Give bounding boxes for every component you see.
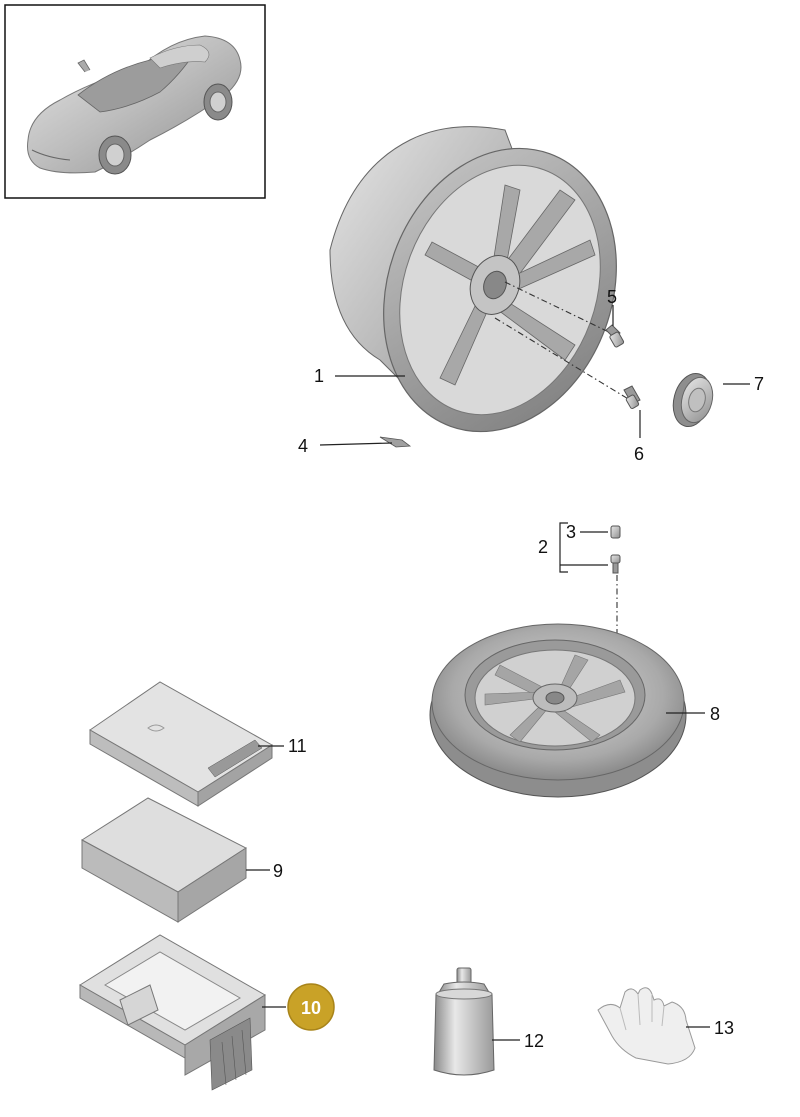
protective-gloves: [597, 987, 696, 1065]
module-box: [81, 797, 247, 923]
highlight-circle[interactable]: [287, 983, 335, 1031]
callout-3: 3: [566, 522, 576, 542]
bracket-2: [559, 522, 568, 573]
mounting-bracket: [79, 934, 266, 1091]
vehicle-inset: [4, 4, 266, 199]
callout-4: 4: [298, 436, 308, 456]
callout-1: 1: [314, 366, 324, 386]
callout-5: 5: [607, 287, 617, 307]
callout-10-badge[interactable]: 10: [287, 983, 335, 1031]
callout-12: 12: [524, 1031, 544, 1051]
balance-weight: [379, 436, 412, 448]
alloy-wheel: [329, 126, 617, 433]
leader-4: [319, 442, 393, 446]
wheel-bolt: [605, 324, 625, 348]
spare-tire: [429, 623, 687, 798]
callout-7: 7: [754, 374, 764, 394]
callout-6: 6: [634, 444, 644, 464]
sealant-bottle: [433, 967, 495, 1076]
callout-2: 2: [538, 537, 548, 557]
wheel-bolt-lower: [623, 385, 641, 409]
center-cap: [672, 373, 714, 427]
control-unit: [89, 681, 273, 807]
mount-line-6: [494, 317, 631, 401]
callout-8: 8: [710, 704, 720, 724]
callout-13: 13: [714, 1018, 734, 1038]
car-illustration: [27, 35, 242, 175]
callout-11: 11: [288, 736, 307, 756]
tire-valve: [610, 525, 621, 574]
callout-9: 9: [273, 861, 283, 881]
callout-10: 10: [301, 998, 321, 1018]
